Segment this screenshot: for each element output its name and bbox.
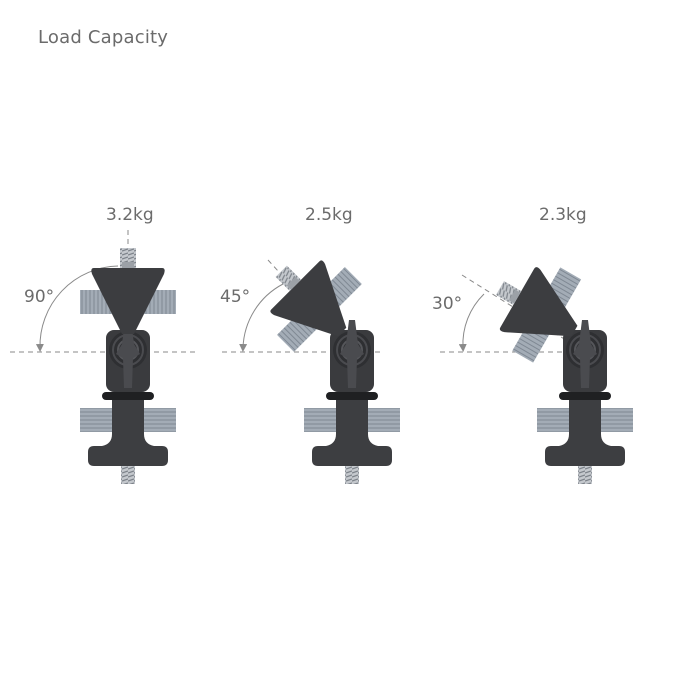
mount-30	[440, 246, 634, 485]
angle-label-30: 30°	[432, 294, 463, 314]
page-title: Load Capacity	[38, 27, 169, 48]
angle-label-45: 45°	[220, 287, 251, 307]
load-weight-45: 2.5kg	[305, 205, 353, 225]
mount-45	[222, 237, 401, 485]
load-weight-90: 3.2kg	[106, 205, 154, 225]
load-weight-30: 2.3kg	[539, 205, 587, 225]
angle-label-90: 90°	[24, 287, 55, 307]
mount-90	[10, 230, 195, 485]
